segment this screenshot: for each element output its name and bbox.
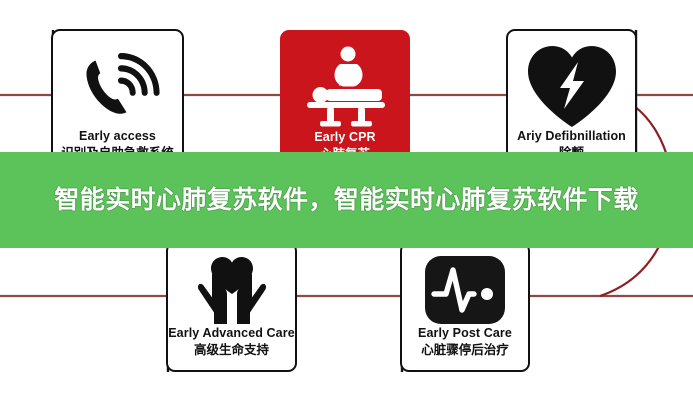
heart-bolt-icon: [512, 41, 631, 129]
title-banner: 智能实时心肺复苏软件，智能实时心肺复苏软件下载: [0, 152, 693, 248]
ecg-heartbeat-icon: [406, 254, 524, 326]
card-early-access[interactable]: Early access 识别及自助急救系统: [51, 29, 184, 169]
phone-signal-icon: [57, 41, 178, 129]
page-title: 智能实时心肺复苏软件，智能实时心肺复苏软件下载: [54, 185, 639, 214]
card-early-cpr[interactable]: Early CPR 心肺复苏: [280, 30, 410, 169]
card-title: Early Post Care: [418, 326, 512, 340]
card-title: Ariy Defibnillation: [517, 129, 626, 143]
hands-heart-icon: [172, 254, 291, 326]
card-title: Early Advanced Care: [168, 326, 295, 340]
card-subtitle: 高级生命支持: [193, 343, 269, 358]
card-advanced-care[interactable]: Early Advanced Care 高级生命支持: [166, 242, 297, 372]
card-title: Early access: [79, 129, 156, 143]
card-subtitle: 心脏骤停后治疗: [421, 343, 509, 358]
cpr-person-icon: [286, 42, 404, 130]
card-defibrillation[interactable]: Ariy Defibnillation 除颤: [506, 29, 637, 169]
card-title: Early CPR: [314, 130, 376, 144]
card-post-care[interactable]: Early Post Care 心脏骤停后治疗: [400, 242, 530, 372]
